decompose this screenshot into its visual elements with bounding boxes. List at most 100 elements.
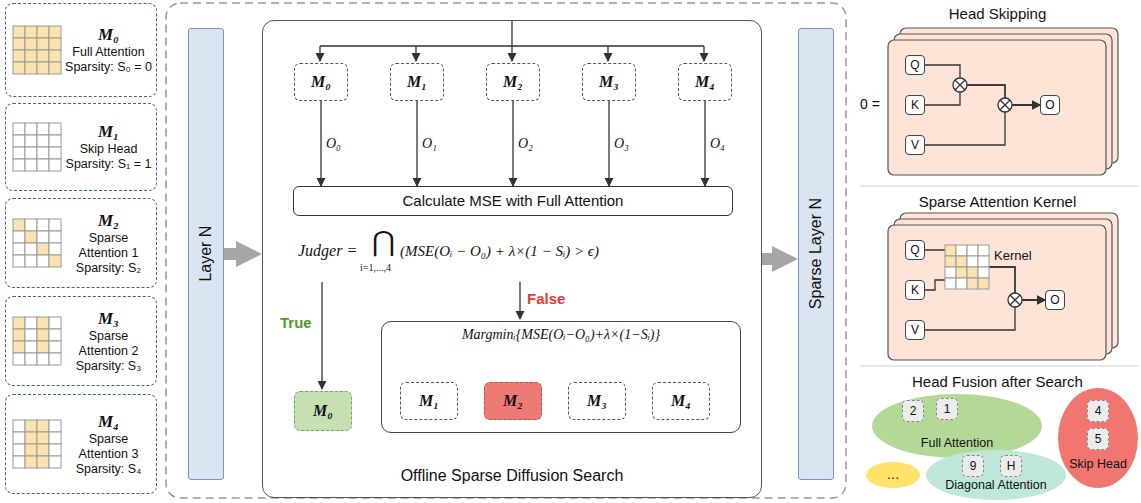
method-node: M₃ <box>568 382 626 420</box>
tensor-box: Q <box>905 240 925 260</box>
method-node: M₁ <box>400 382 458 420</box>
node-text: Margminᵢ{MSE(Oᵢ−O₀)+λ×(1−Sᵢ)} <box>462 327 660 343</box>
node-text: 5 <box>1095 432 1102 446</box>
method-node: M₀ <box>294 391 352 431</box>
node-text: Calculate MSE with Full Attention <box>403 192 624 210</box>
node-text: M₃ <box>587 391 607 410</box>
attention-mask-icon <box>12 122 62 172</box>
node-text: 2 <box>910 404 917 418</box>
tensor-box: O <box>1045 290 1065 310</box>
label: Kernel <box>994 248 1032 263</box>
node-text: Skip Head <box>80 142 138 157</box>
label: (MSE(Oᵢ − O₀) + λ×(1 − Sᵢ) > ϵ) <box>400 243 599 260</box>
node-text: Sparsity: S₃ <box>76 359 142 374</box>
panel-separators <box>860 186 1138 366</box>
node-text: Skip Head <box>1069 457 1127 472</box>
node-text: O <box>1050 293 1059 307</box>
connector <box>762 253 772 265</box>
kernel-cells <box>945 245 989 289</box>
tensor-box: K <box>905 280 925 300</box>
label: True <box>280 314 312 331</box>
method-node: M₄ <box>652 382 710 420</box>
node-text: M₄ <box>98 412 119 432</box>
node-text: Sparsity: S₂ <box>76 261 141 276</box>
node-text: M₃ <box>599 72 619 91</box>
kernel-grid <box>945 245 989 289</box>
node-text: M₃ <box>98 309 119 329</box>
edge-label: O₂ <box>517 136 534 152</box>
label: i=1,...,4 <box>360 262 391 273</box>
connector <box>704 101 705 186</box>
method-node: M₂ <box>486 63 540 101</box>
head-chip: 4 <box>1087 400 1109 422</box>
head-chip: 2 <box>902 400 924 422</box>
node-text: Head Skipping <box>949 5 1047 23</box>
selection-box: Margminᵢ{MSE(Oᵢ−O₀)+λ×(1−Sᵢ)} M₁ M₂ M₃ M₄ <box>381 321 741 433</box>
edge-label: O₃ <box>613 136 630 152</box>
node-text: Sparsity: S₄ <box>76 462 142 477</box>
edge-label: O₄ <box>709 136 726 152</box>
mask-cells <box>13 26 61 74</box>
group-ellipse: Skip Head 4 5 <box>1058 388 1138 488</box>
mask-cells <box>13 420 61 468</box>
connector <box>925 267 1045 300</box>
node-text: Sparsity: S₁ = 1 <box>66 157 152 172</box>
node-text: M₂ <box>503 72 523 91</box>
head-chip: 1 <box>936 398 958 420</box>
node-text: Sparse Attention 3 <box>64 432 153 462</box>
group-ellipse: … <box>866 462 920 488</box>
tensor-box: V <box>905 320 925 340</box>
node-text: 1 <box>944 402 951 416</box>
node-text: Sparse Layer N <box>806 198 825 309</box>
connector <box>608 101 609 186</box>
connector <box>925 65 1040 105</box>
connector <box>320 101 321 186</box>
node-text: M₀ <box>98 25 119 45</box>
method-box: M₄Sparse Attention 3Sparsity: S₄ <box>5 394 157 494</box>
tensor-box: V <box>905 135 925 155</box>
node-text: 4 <box>1095 404 1102 418</box>
connector <box>925 105 1040 145</box>
node-text: … <box>887 467 900 483</box>
head-chip: H <box>1000 455 1022 477</box>
method-box: M₁Skip HeadSparsity: S₁ = 1 <box>5 103 157 191</box>
node-text: O <box>1045 98 1054 112</box>
panel: Sparse Attention KernelQKVO <box>856 188 1139 364</box>
label: ⋂ <box>372 228 395 256</box>
group-ellipse: Full Attention21 <box>872 394 1042 458</box>
panel: Head SkippingQKVO <box>856 0 1139 184</box>
method-node: M₁ <box>390 63 444 101</box>
connector <box>512 101 513 186</box>
module-region <box>166 3 846 498</box>
node-text: M₄ <box>671 391 691 410</box>
label: 0 = <box>860 96 880 112</box>
mask-cells <box>13 219 61 267</box>
method-node: M₀ <box>294 63 348 101</box>
layer-box: Sparse Layer N <box>798 28 834 480</box>
connector <box>416 101 417 186</box>
layer-box: Layer N <box>188 28 224 480</box>
node-text: Sparse Attention 1 <box>64 231 153 261</box>
node-text: M₁ <box>98 122 119 142</box>
edge-label: O₁ <box>421 136 438 152</box>
attention-mask-icon <box>12 419 62 469</box>
mask-cells <box>13 317 61 365</box>
connector <box>224 248 236 260</box>
node-text: V <box>911 138 919 152</box>
multiply-symbols <box>953 78 1022 307</box>
node-text: M₁ <box>419 391 439 410</box>
label: Judger = <box>298 242 357 260</box>
node-text: Layer N <box>196 226 215 282</box>
node-text: M₂ <box>503 391 523 410</box>
tensor-box: Q <box>905 55 925 75</box>
node-text: M₀ <box>313 401 333 420</box>
node-text: Q <box>910 243 919 257</box>
node-text: Diagonal Attention <box>945 478 1046 493</box>
node-text: Sparse Attention 2 <box>64 329 153 359</box>
mask-cells <box>13 123 61 171</box>
node-text: M₂ <box>98 211 119 231</box>
head-chip: 9 <box>962 455 984 477</box>
tensor-box: O <box>1040 95 1060 115</box>
node-text: M₀ <box>311 72 331 91</box>
method-box: M₂Sparse Attention 1Sparsity: S₂ <box>5 198 157 288</box>
